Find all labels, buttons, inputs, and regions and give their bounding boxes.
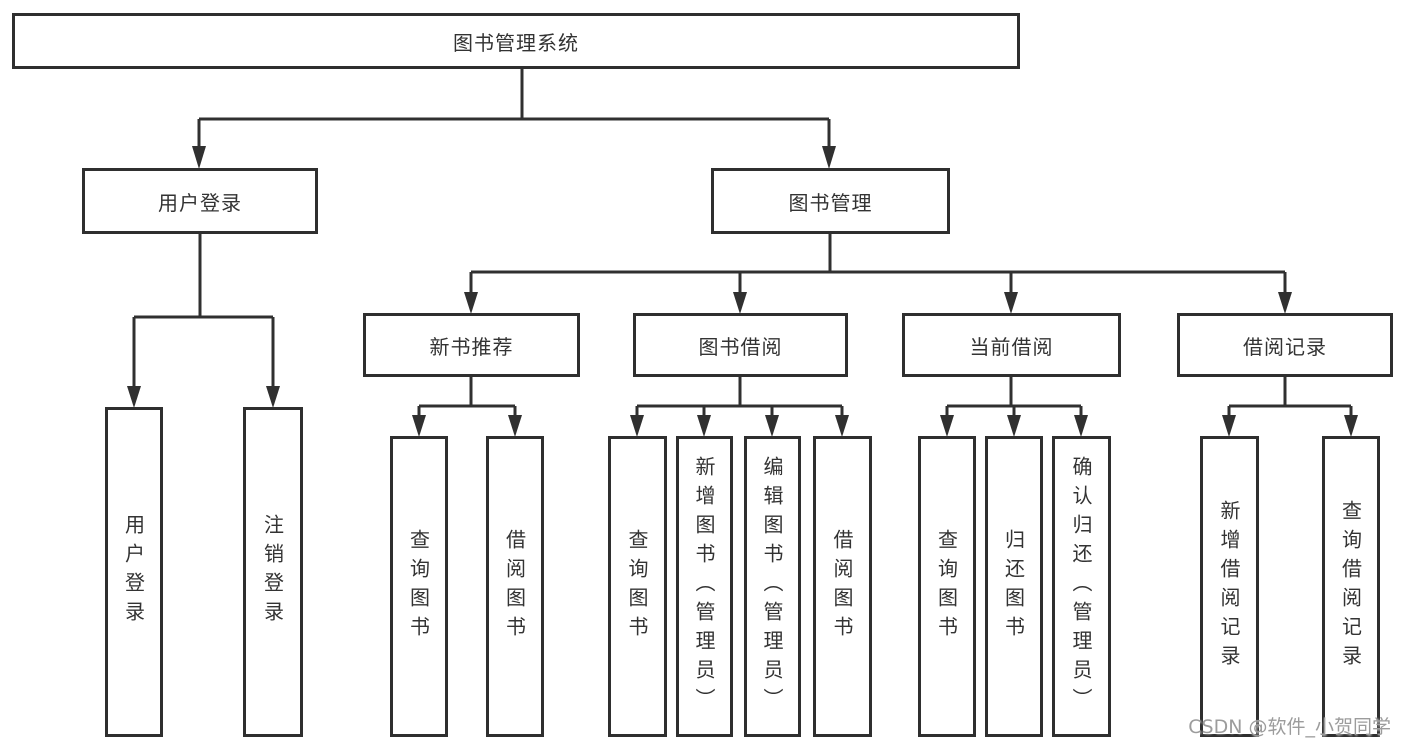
leaf-recommend-borrow-books: 借阅图书 [486,436,544,737]
leaf-current-return-books: 归还图书 [985,436,1043,737]
leaf-current-confirm-return-admin: 确认归还（管理员） [1052,436,1111,737]
leaf-borrow-add-books-admin: 新增图书（管理员） [676,436,733,737]
node-book-borrow: 图书借阅 [633,313,848,377]
leaf-recommend-query-books: 查询图书 [390,436,448,737]
node-current-borrow: 当前借阅 [902,313,1121,377]
leaf-records-query-record: 查询借阅记录 [1322,436,1380,737]
node-user-login: 用户登录 [82,168,318,234]
leaf-borrow-borrow-books: 借阅图书 [813,436,872,737]
node-library-system: 图书管理系统 [12,13,1020,69]
node-new-book-recommend: 新书推荐 [363,313,580,377]
leaf-user-login: 用户登录 [105,407,163,737]
leaf-logout: 注销登录 [243,407,303,737]
watermark: CSDN @软件_小贺同学 [1188,716,1391,738]
leaf-records-add-record: 新增借阅记录 [1200,436,1259,737]
leaf-borrow-query-books: 查询图书 [608,436,667,737]
leaf-current-query-books: 查询图书 [918,436,976,737]
leaf-borrow-edit-books-admin: 编辑图书（管理员） [744,436,801,737]
node-borrow-records: 借阅记录 [1177,313,1393,377]
node-book-management: 图书管理 [711,168,950,234]
